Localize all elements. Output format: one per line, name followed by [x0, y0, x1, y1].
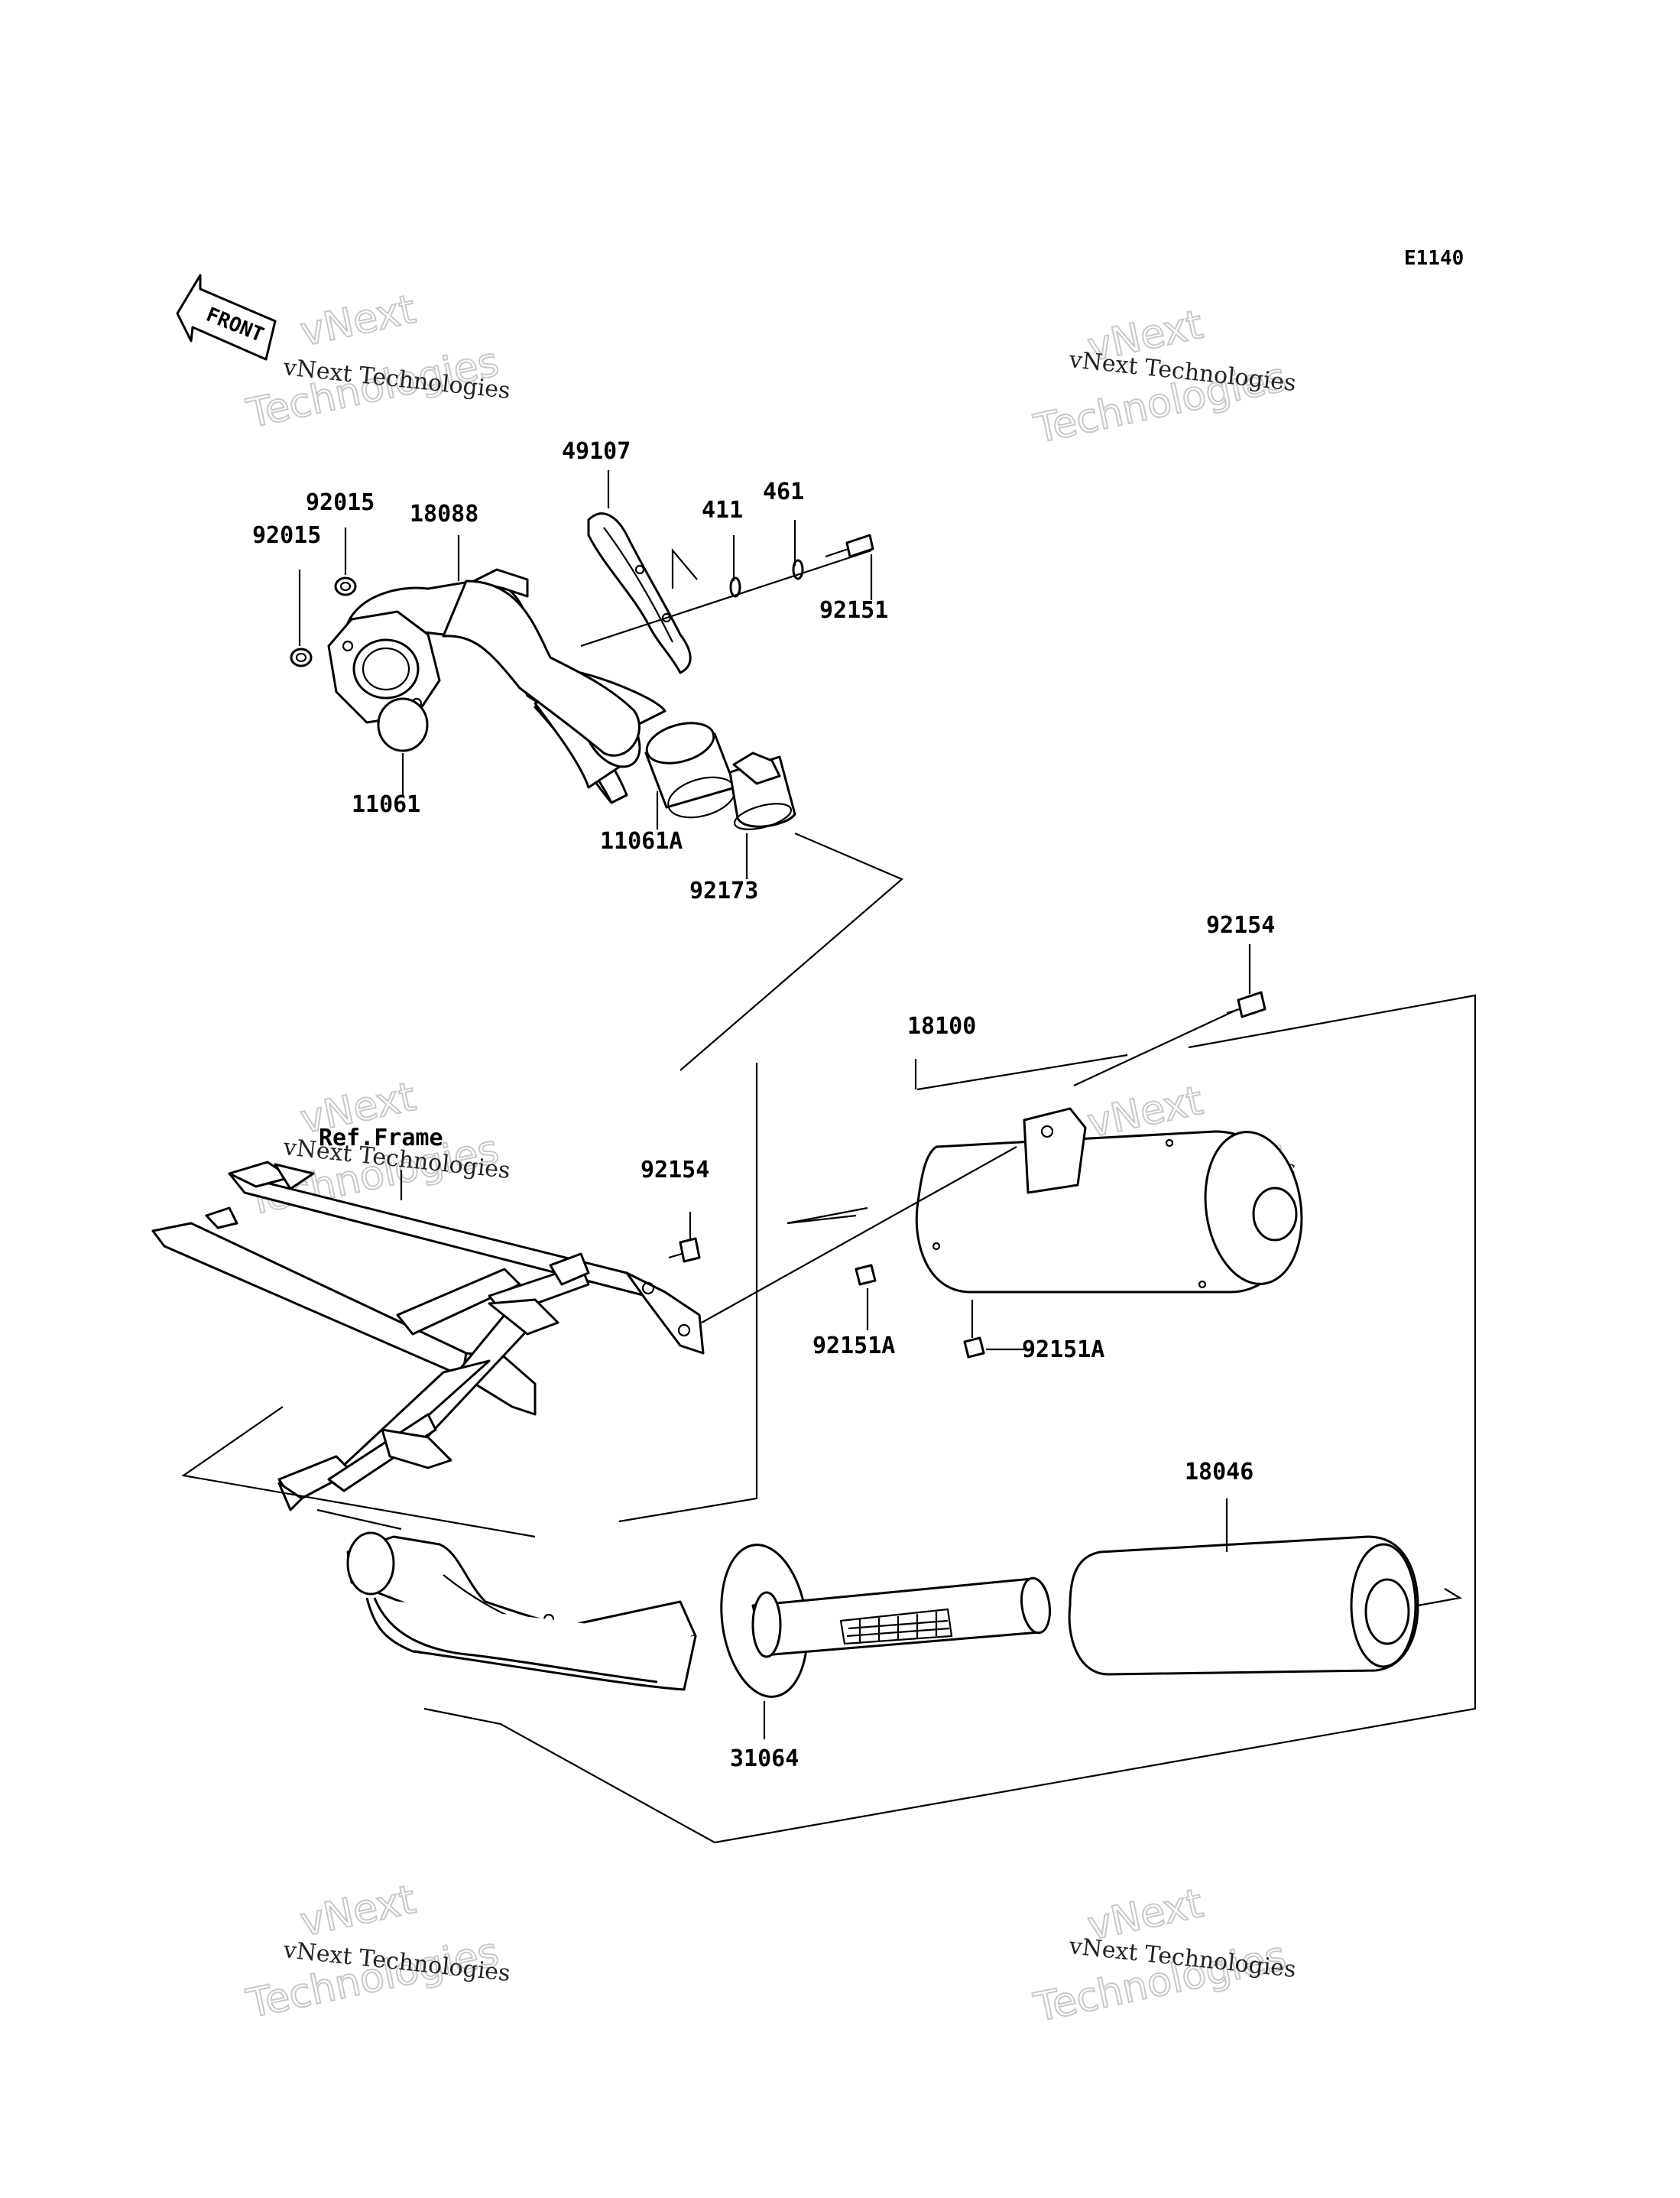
gasket-11061 [377, 697, 429, 752]
silencer-18100 [915, 1107, 1303, 1294]
tail-pipe-31064 [720, 1544, 1052, 1739]
label-18100: 18100 [907, 1013, 976, 1040]
washer-92015-right [334, 576, 357, 596]
svg-text:vNext: vNext [297, 287, 420, 356]
leader-lines-top [298, 470, 904, 1071]
silencer-guide-lines [423, 994, 1477, 1844]
label-11061A: 11061A [600, 828, 683, 855]
label-92173: 92173 [689, 878, 758, 904]
label-18088: 18088 [410, 501, 478, 528]
bolt-92151A-left [855, 1264, 877, 1330]
washer-92015-left [290, 648, 313, 667]
svg-text:vNext: vNext [297, 1877, 420, 1946]
sleeve-11061A [644, 722, 737, 819]
label-92151A-left: 92151A [812, 1333, 895, 1359]
label-92151A-right: 92151A [1022, 1336, 1104, 1363]
rear-frame [151, 1161, 705, 1511]
front-arrow-icon: FRONT [176, 274, 277, 361]
frame-guide-lines [181, 1170, 536, 1538]
watermark-top-left: vNext Technologies [242, 286, 504, 438]
label-92154-top: 92154 [1206, 912, 1275, 939]
ref-frame-label: Ref.Frame [319, 1125, 443, 1151]
heat-guard-49107 [587, 512, 692, 674]
washer-411 [729, 576, 741, 598]
label-31064: 31064 [730, 1745, 799, 1772]
header-pipe-body [442, 580, 641, 757]
mid-pipe [346, 1531, 697, 1691]
clamp-92173 [728, 752, 796, 830]
label-92151: 92151 [819, 597, 888, 624]
diagram-code: E1140 [1404, 247, 1464, 270]
bolt-92154-silencer [1226, 944, 1266, 1018]
label-11061: 11061 [352, 791, 420, 818]
bolt-92151A-bottom [963, 1300, 1024, 1359]
label-461: 461 [763, 479, 804, 505]
label-92015-right: 92015 [306, 489, 375, 516]
muffler-core-18046 [1068, 1498, 1463, 1676]
label-92154-frame: 92154 [641, 1157, 709, 1183]
bolt-92154-frame [668, 1212, 701, 1263]
label-411: 411 [702, 497, 743, 524]
label-49107: 49107 [562, 438, 631, 465]
label-92015-left: 92015 [252, 522, 321, 549]
label-18046: 18046 [1185, 1459, 1254, 1485]
bolt-92151 [825, 534, 874, 558]
